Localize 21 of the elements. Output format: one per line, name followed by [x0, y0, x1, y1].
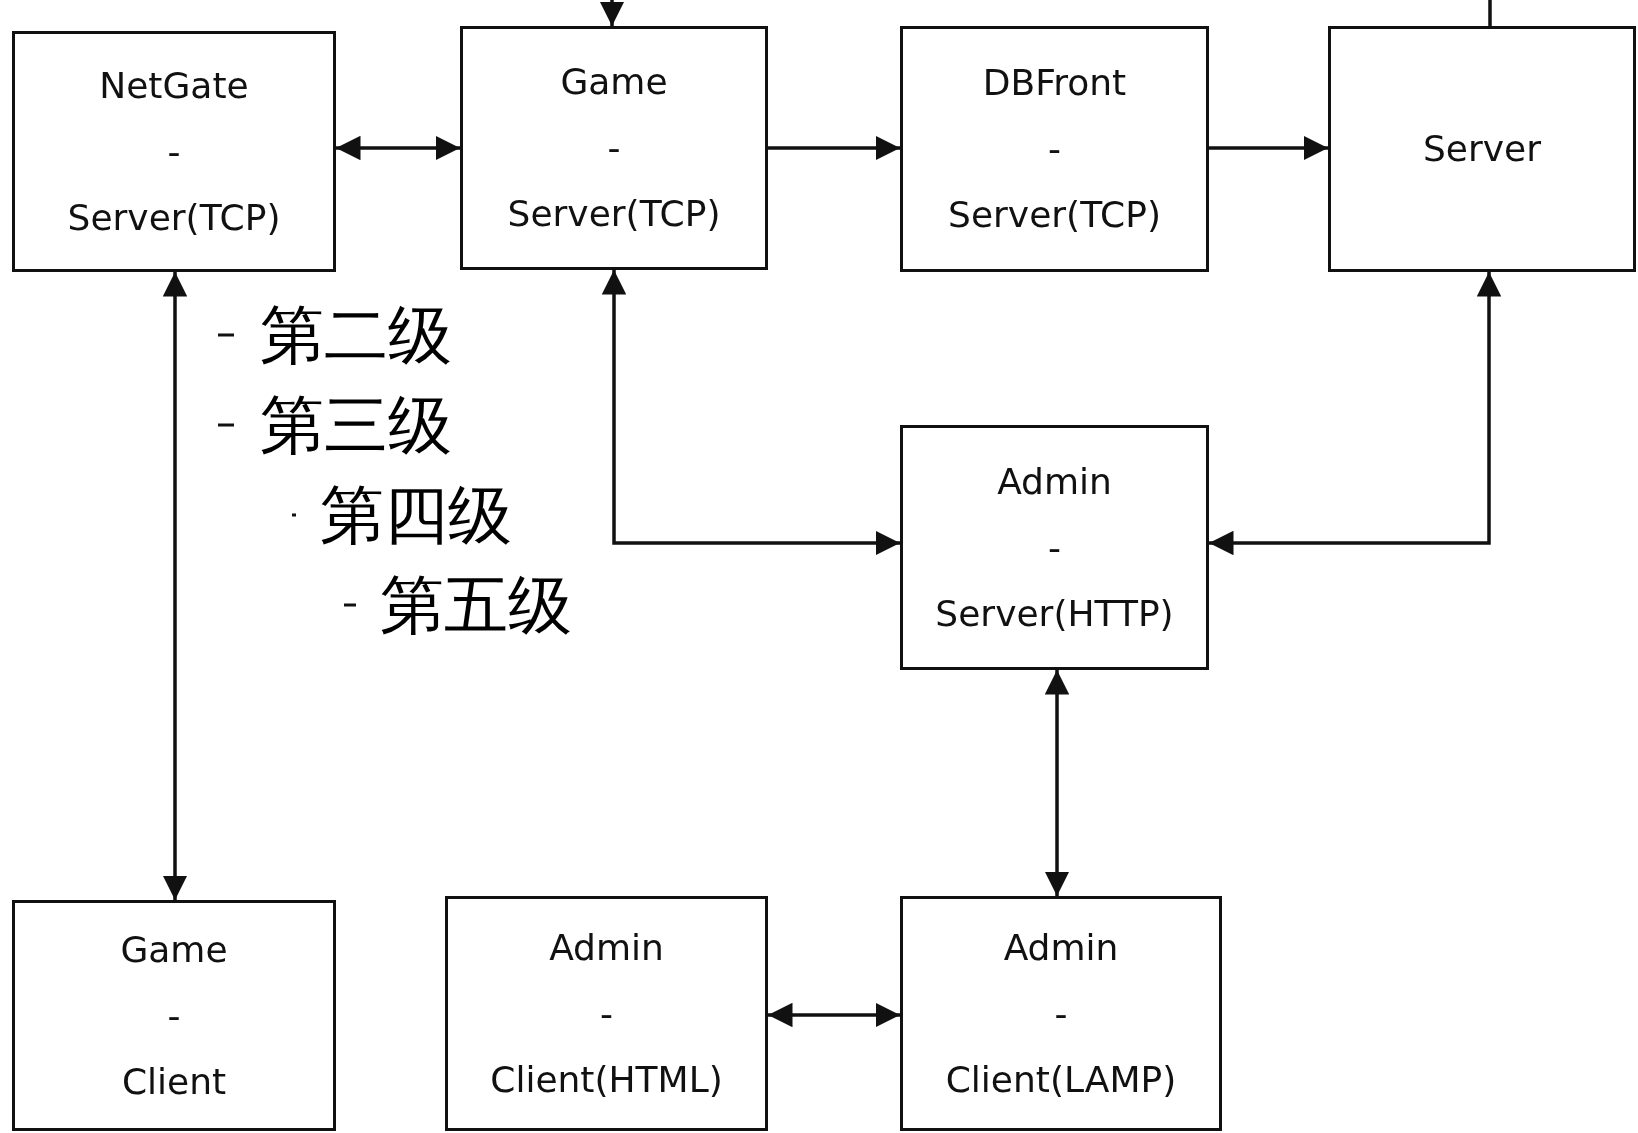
list-text: 第四级 [320, 480, 512, 550]
list-text: 第五级 [380, 570, 572, 640]
process-box: Game - Server(TCP) [460, 26, 768, 270]
arrow [601, 270, 900, 556]
process-box: DBFront - Server(TCP) [900, 26, 1209, 272]
process-box: Admin - Client(LAMP) [900, 896, 1222, 1131]
process-box: NetGate - Server(TCP) [12, 31, 336, 272]
arrow [162, 272, 188, 900]
process-box: Server [1328, 26, 1636, 272]
arrow [768, 1002, 900, 1028]
list-text: 第二级 [260, 300, 452, 370]
process-box: Admin - Client(HTML) [445, 896, 768, 1131]
arrow [1209, 135, 1328, 161]
arrow [599, 0, 1492, 26]
process-box: Game - Client [12, 900, 336, 1131]
list-text: 第三级 [260, 390, 452, 460]
arrow [1044, 670, 1070, 896]
process-box: Admin - Server(HTTP) [900, 425, 1209, 670]
arrow [768, 135, 900, 161]
arrow [1209, 272, 1502, 556]
arrow [336, 135, 460, 161]
